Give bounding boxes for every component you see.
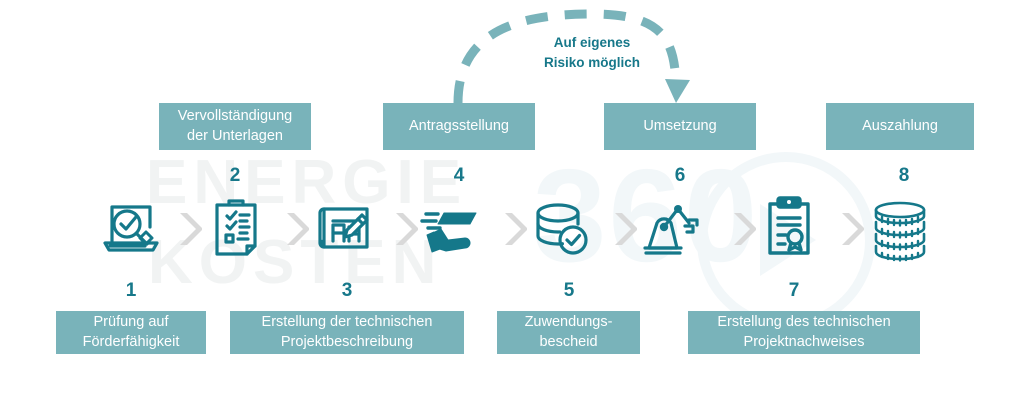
- step-3-label-line2: Projektbeschreibung: [280, 333, 414, 350]
- chevron-right-icon-3: [396, 213, 418, 245]
- step-8-label-line1: Auszahlung: [862, 117, 938, 134]
- step-4-label-line1: Antragsstellung: [409, 117, 509, 134]
- step-label-box-8[interactable]: Auszahlung: [826, 103, 974, 150]
- step-number-5: 5: [563, 280, 575, 301]
- step-number-2: 2: [229, 165, 241, 186]
- step-2-label-line1: Vervollständigung: [177, 107, 293, 124]
- clipboard-certificate-icon: [768, 196, 810, 255]
- chevron-right-icon-2: [287, 213, 309, 245]
- chevron-right-icon-5: [615, 213, 637, 245]
- robotic-arm-icon: [643, 205, 699, 255]
- coin-stack-icon: [874, 201, 926, 262]
- watermark-energie: ENERGIE: [146, 148, 468, 217]
- step-label-box-1[interactable]: Prüfung auf Förderfähigkeit: [56, 311, 206, 354]
- step-label-box-2[interactable]: Vervollständigung der Unterlagen: [159, 103, 311, 150]
- clipboard-checklist-icon: [215, 199, 257, 256]
- step-label-box-6[interactable]: Umsetzung: [604, 103, 756, 150]
- step-label-box-3[interactable]: Erstellung der technischen Projektbeschr…: [230, 311, 464, 354]
- step-1-label-line1: Prüfung auf: [93, 313, 169, 330]
- arc-label: Auf eigenes Risiko möglich: [516, 33, 668, 72]
- blueprint-pencil-icon: [318, 207, 369, 249]
- step-number-3: 3: [341, 280, 353, 301]
- step-label-box-7[interactable]: Erstellung des technischen Projektnachwe…: [688, 311, 920, 354]
- step-5-label-line2: bescheid: [539, 333, 598, 350]
- step-5-label-line1: Zuwendungs-: [524, 313, 613, 330]
- laptop-magnifier-check-icon: [103, 205, 159, 252]
- step-number-1: 1: [125, 280, 137, 301]
- step-number-7: 7: [788, 280, 800, 301]
- step-6-label-line1: Umsetzung: [643, 117, 717, 134]
- funds-approved-check-icon: [536, 203, 588, 255]
- step-2-label-line2: der Unterlagen: [187, 127, 283, 144]
- step-label-box-4[interactable]: Antragsstellung: [383, 103, 535, 150]
- step-7-label-line1: Erstellung des technischen: [717, 313, 891, 330]
- chevron-right-icon-4: [505, 213, 527, 245]
- chevron-right-icon-1: [180, 213, 202, 245]
- step-3-label-line1: Erstellung der technischen: [261, 313, 433, 330]
- chevron-right-icon-6: [734, 213, 756, 245]
- step-number-8: 8: [898, 165, 910, 186]
- hand-offering-document-icon: [420, 212, 477, 253]
- arc-label-line1: Auf eigenes: [553, 35, 631, 50]
- arc-label-line2: Risiko möglich: [543, 54, 641, 70]
- step-number-4: 4: [453, 165, 465, 186]
- step-label-box-5[interactable]: Zuwendungs- bescheid: [497, 311, 640, 354]
- chevron-right-icon-7: [842, 213, 864, 245]
- step-7-label-line2: Projektnachweises: [743, 333, 865, 350]
- step-1-label-line2: Förderfähigkeit: [82, 333, 180, 350]
- step-number-6: 6: [674, 165, 686, 186]
